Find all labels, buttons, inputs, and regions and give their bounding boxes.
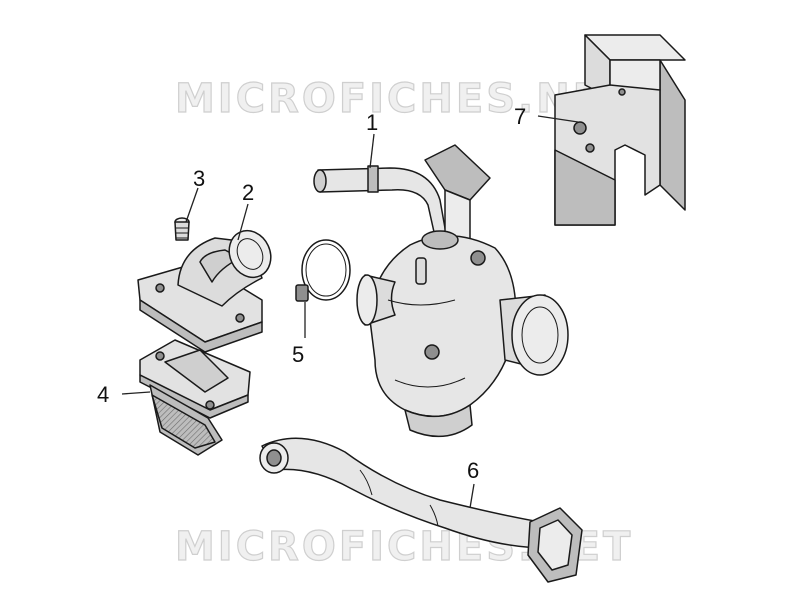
part-5-hose-clamp <box>295 239 351 302</box>
leader-7 <box>537 115 579 123</box>
callout-7: 7 <box>514 104 526 129</box>
callout-4: 4 <box>97 382 109 407</box>
part-1-carburettor <box>313 144 569 438</box>
part-3-screw <box>174 217 190 241</box>
leader-1 <box>369 133 375 169</box>
leader-2 <box>237 203 249 241</box>
leader-4 <box>121 391 151 395</box>
part-2-intake-manifold <box>137 229 272 353</box>
callout-3: 3 <box>193 166 205 191</box>
leader-6 <box>469 483 475 509</box>
callout-1: 1 <box>366 110 378 135</box>
part-4-reed-valve <box>139 339 251 456</box>
callout-5: 5 <box>292 342 304 367</box>
callout-6: 6 <box>467 458 479 483</box>
part-7-bracket <box>554 34 686 226</box>
part-6-hose <box>259 437 583 583</box>
leader-3 <box>185 187 199 223</box>
callout-2: 2 <box>242 180 254 205</box>
